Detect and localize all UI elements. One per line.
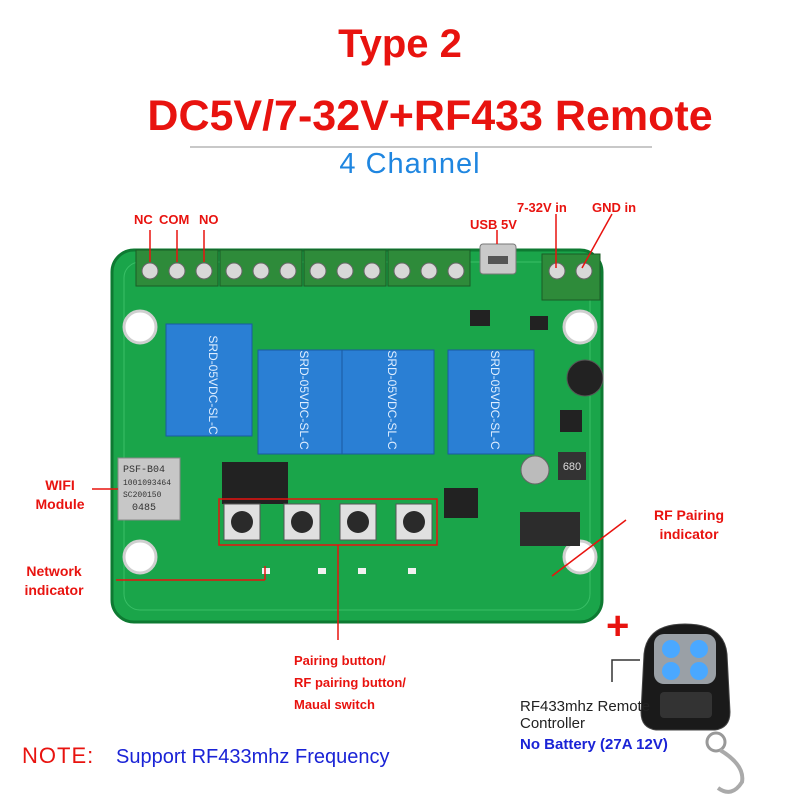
pairing-buttons — [223, 503, 433, 541]
output-terminals — [135, 249, 471, 287]
svg-text:PSF-B04: PSF-B04 — [123, 465, 165, 476]
svg-text:SRD-05VDC-SL-C: SRD-05VDC-SL-C — [488, 350, 502, 450]
note-prefix: NOTE: — [22, 743, 95, 768]
remote-label: RF433mhz Remote Controller — [520, 698, 651, 732]
battery-note: No Battery (27A 12V) — [520, 736, 668, 753]
usb-label: USB 5V — [470, 217, 517, 232]
wifi-module: PSF-B04 1001093464 SC200150 0485 — [117, 457, 181, 521]
power-in-label: 7-32V in — [517, 200, 567, 215]
com-label: COM — [159, 212, 190, 227]
note-text: Support RF433mhz Frequency — [116, 746, 390, 768]
no-label: NO — [199, 212, 219, 227]
pairing-button-label: Pairing button/ RF pairing button/ Maual… — [294, 653, 406, 712]
remote-controller-image — [611, 623, 745, 794]
svg-text:SRD-05VDC-SL-C: SRD-05VDC-SL-C — [385, 350, 399, 450]
plus-sign: + — [606, 604, 630, 648]
svg-text:680: 680 — [563, 461, 581, 473]
svg-text:SC200150: SC200150 — [123, 491, 162, 500]
product-subtitle: DC5V/7-32V+RF433 Remote — [147, 92, 713, 140]
svg-text:0485: 0485 — [132, 503, 156, 514]
title-divider — [190, 146, 652, 148]
svg-text:1001093464: 1001093464 — [123, 479, 171, 488]
nc-label: NC — [134, 212, 153, 227]
relays: SRD-05VDC-SL-C SRD-05VDC-SL-C SRD-05VDC-… — [165, 323, 535, 455]
page-title: Type 2 — [338, 22, 462, 66]
network-indicator-label: Network indicator — [24, 563, 84, 598]
gnd-in-label: GND in — [592, 200, 637, 215]
svg-text:SRD-05VDC-SL-C: SRD-05VDC-SL-C — [297, 350, 311, 450]
rf-pairing-indicator-label: RF Pairing indicator — [653, 507, 724, 542]
svg-text:SRD-05VDC-SL-C: SRD-05VDC-SL-C — [206, 335, 220, 435]
wifi-module-label: WIFI Module — [35, 477, 85, 512]
channel-label: 4 Channel — [339, 148, 481, 180]
